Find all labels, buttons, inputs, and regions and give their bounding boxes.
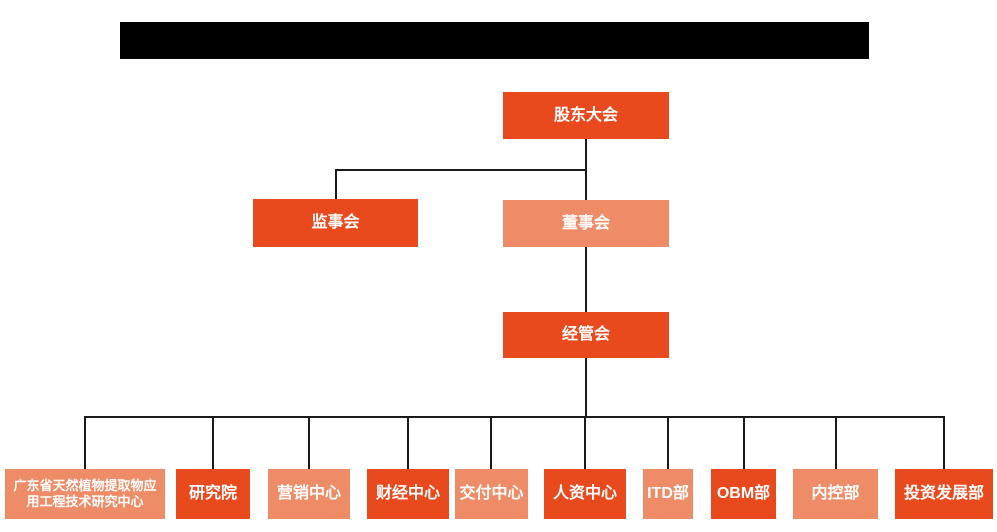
connector-to-supervisory: [335, 169, 337, 199]
node-plant-extract-research-center: 广东省天然植物提取物应 用工程技术研究中心: [5, 469, 165, 519]
node-internal-control-dept: 内控部: [793, 469, 878, 519]
connector-board-to-management: [585, 247, 587, 312]
node-board-of-directors: 董事会: [503, 200, 669, 247]
connector-drop-investment-development-dept: [943, 416, 945, 470]
node-finance-center: 财经中心: [367, 469, 449, 519]
connector-drop-research-institute: [212, 416, 214, 470]
node-shareholders-meeting: 股东大会: [503, 92, 669, 139]
connector-branch-horizontal: [335, 169, 587, 171]
connector-drop-internal-control-dept: [835, 416, 837, 470]
connector-drop-obm-dept: [743, 416, 745, 470]
connector-drop-itd-dept: [667, 416, 669, 470]
connector-drop-finance-center: [407, 416, 409, 470]
node-hr-center: 人资中心: [544, 469, 626, 519]
connector-drop-research-center: [84, 416, 86, 470]
node-label: 广东省天然植物提取物应 用工程技术研究中心: [13, 478, 156, 511]
redacted-title-bar: [120, 22, 869, 59]
connector-drop-delivery-center: [490, 416, 492, 470]
node-obm-dept: OBM部: [711, 469, 776, 519]
node-research-institute: 研究院: [176, 469, 250, 519]
node-delivery-center: 交付中心: [455, 469, 528, 519]
node-label-line1: 广东省天然植物提取物应: [13, 477, 157, 493]
connector-drop-marketing-center: [308, 416, 310, 470]
connector-management-to-rail: [585, 357, 587, 417]
node-marketing-center: 营销中心: [268, 469, 350, 519]
node-label-line2: 用工程技术研究中心: [26, 494, 144, 509]
connector-drop-hr-center: [584, 416, 586, 470]
connector-department-rail: [84, 416, 945, 418]
node-investment-development-dept: 投资发展部: [895, 469, 993, 519]
node-management-committee: 经管会: [503, 312, 669, 358]
node-supervisory-board: 监事会: [253, 199, 418, 247]
node-itd-dept: ITD部: [643, 469, 693, 519]
